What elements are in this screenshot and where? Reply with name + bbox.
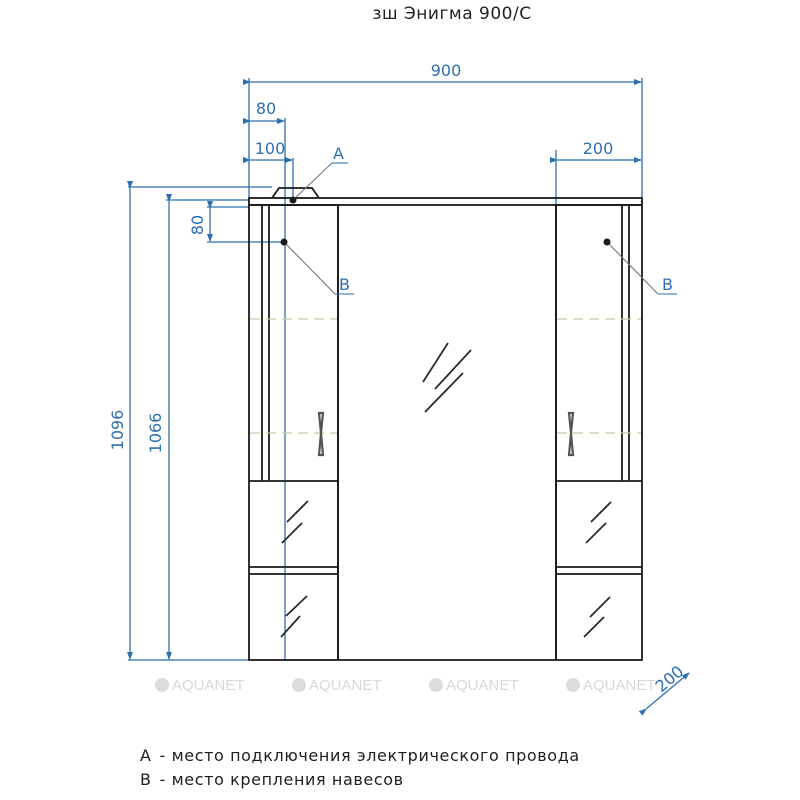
shelf-lines xyxy=(250,318,641,434)
legend-key: B xyxy=(140,770,152,789)
watermark-logo-icon xyxy=(155,678,169,692)
dim-1096: 1096 xyxy=(108,410,127,451)
watermarks: AQUANET AQUANET AQUANET AQUANET xyxy=(155,677,656,694)
callout-b-left: B xyxy=(339,275,350,294)
watermark: AQUANET xyxy=(446,677,519,694)
watermark: AQUANET xyxy=(172,677,245,694)
legend-text: - место подключения электрического прово… xyxy=(159,746,580,765)
dim-900: 900 xyxy=(431,61,462,80)
watermark-logo-icon xyxy=(292,678,306,692)
point-b-right-marker xyxy=(603,238,611,246)
dim-1066: 1066 xyxy=(146,413,165,454)
dim-80-top: 80 xyxy=(256,99,276,118)
drawing-title: зш Энигма 900/С xyxy=(0,4,800,24)
dimension-lines xyxy=(127,78,690,716)
watermark-logo-icon xyxy=(429,678,443,692)
door-handles xyxy=(317,411,575,457)
dim-80-hinge: 80 xyxy=(188,215,207,235)
legend-text: - место крепления навесов xyxy=(159,770,404,789)
callout-leaders xyxy=(283,162,677,295)
watermark: AQUANET xyxy=(309,677,382,694)
dim-200-right: 200 xyxy=(583,139,614,158)
callout-a: A xyxy=(333,144,344,163)
point-a-marker xyxy=(289,196,297,204)
glass-marks xyxy=(280,342,612,638)
handle-right-icon xyxy=(567,411,575,457)
dim-200-depth: 200 xyxy=(652,662,688,696)
watermark: AQUANET xyxy=(583,677,656,694)
legend-item-b: B - место крепления навесов xyxy=(140,770,404,789)
legend-key: A xyxy=(140,746,152,765)
dim-100-top: 100 xyxy=(255,139,286,158)
callout-b-right: B xyxy=(662,275,673,294)
title-text: зш Энигма 900/С xyxy=(372,4,532,24)
cabinet-outline xyxy=(248,187,643,661)
watermark-logo-icon xyxy=(566,678,580,692)
legend-item-a: A - место подключения электрического пров… xyxy=(140,746,580,765)
handle-left-icon xyxy=(317,411,325,457)
point-b-left-marker xyxy=(280,238,288,246)
